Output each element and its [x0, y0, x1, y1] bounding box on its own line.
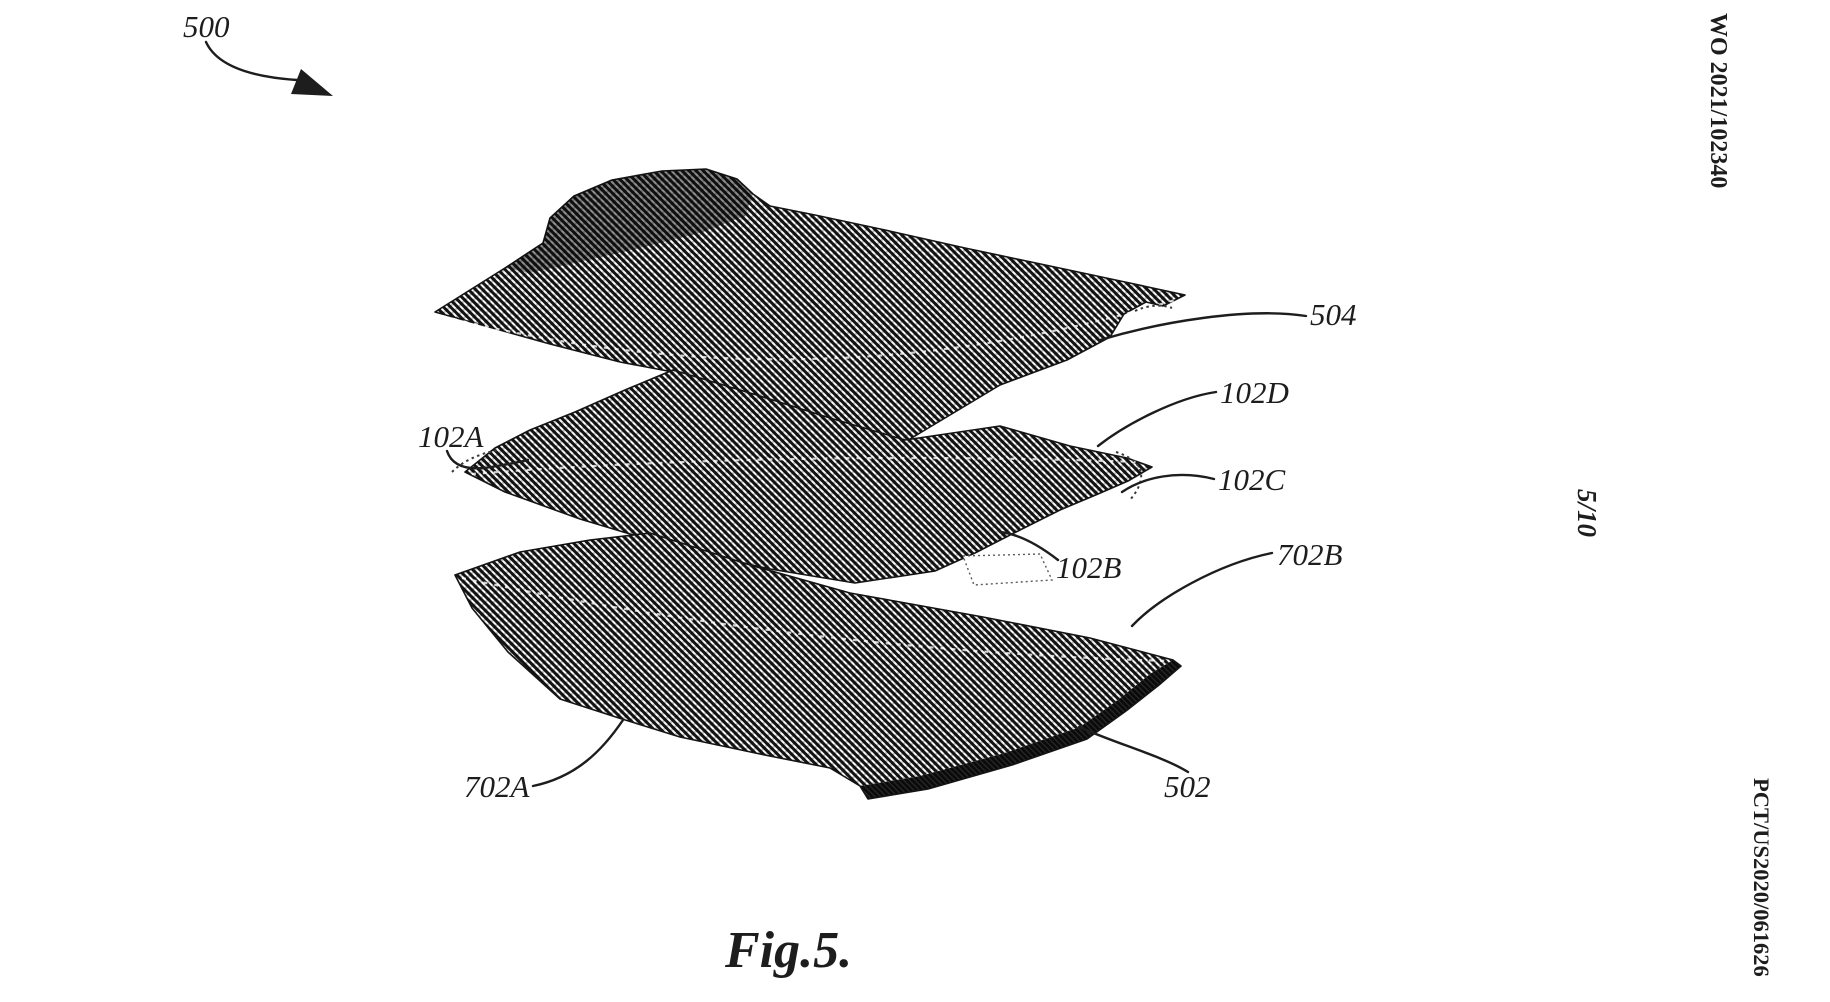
labels: 500 504 102D 102C 702B 102B 102A 702A 50… [183, 9, 1774, 979]
callout-702B: 702B [1277, 537, 1343, 572]
leader-504 [1098, 312, 1308, 342]
callout-502: 502 [1164, 769, 1211, 804]
figure-caption: Fig.5. [724, 922, 852, 979]
assembly-ref-label: 500 [183, 9, 230, 44]
leader-102C [1120, 473, 1216, 494]
leader-lines [204, 40, 1308, 788]
callout-102C: 102C [1218, 462, 1286, 497]
leader-102A [445, 449, 530, 470]
callout-102A: 102A [418, 419, 485, 454]
bottom-plate-502 [454, 532, 1182, 800]
top-plate-dark-mass [505, 169, 753, 273]
leader-502 [1077, 725, 1190, 774]
assembly-arrow-curve [204, 40, 299, 82]
middle-plate-tip-dotted-outline [1115, 451, 1143, 501]
bottom-plate-edge-band [860, 660, 1181, 799]
margin-sheet-indicator: 5/10 [1572, 489, 1602, 538]
top-plate-504 [434, 168, 1186, 443]
margin-application-number: PCT/US2020/061626 [1749, 778, 1774, 977]
callout-102D: 102D [1220, 375, 1289, 410]
middle-plate-102 [451, 369, 1153, 586]
callout-504: 504 [1310, 297, 1357, 332]
connector-tab [961, 553, 1054, 586]
middle-plate-seam-line [471, 456, 1141, 476]
leader-102B [998, 530, 1060, 562]
bottom-plate-seam-line [461, 576, 1169, 663]
callout-702A: 702A [464, 769, 531, 804]
margin-publication-number: WO 2021/102340 [1705, 13, 1731, 188]
callout-102B: 102B [1056, 550, 1122, 585]
top-plate-edge-wisp [1134, 304, 1173, 312]
leader-102D [1096, 390, 1218, 448]
leader-702B [1130, 551, 1274, 628]
assembly-arrowhead-icon [291, 69, 333, 96]
leader-702A [531, 718, 625, 788]
